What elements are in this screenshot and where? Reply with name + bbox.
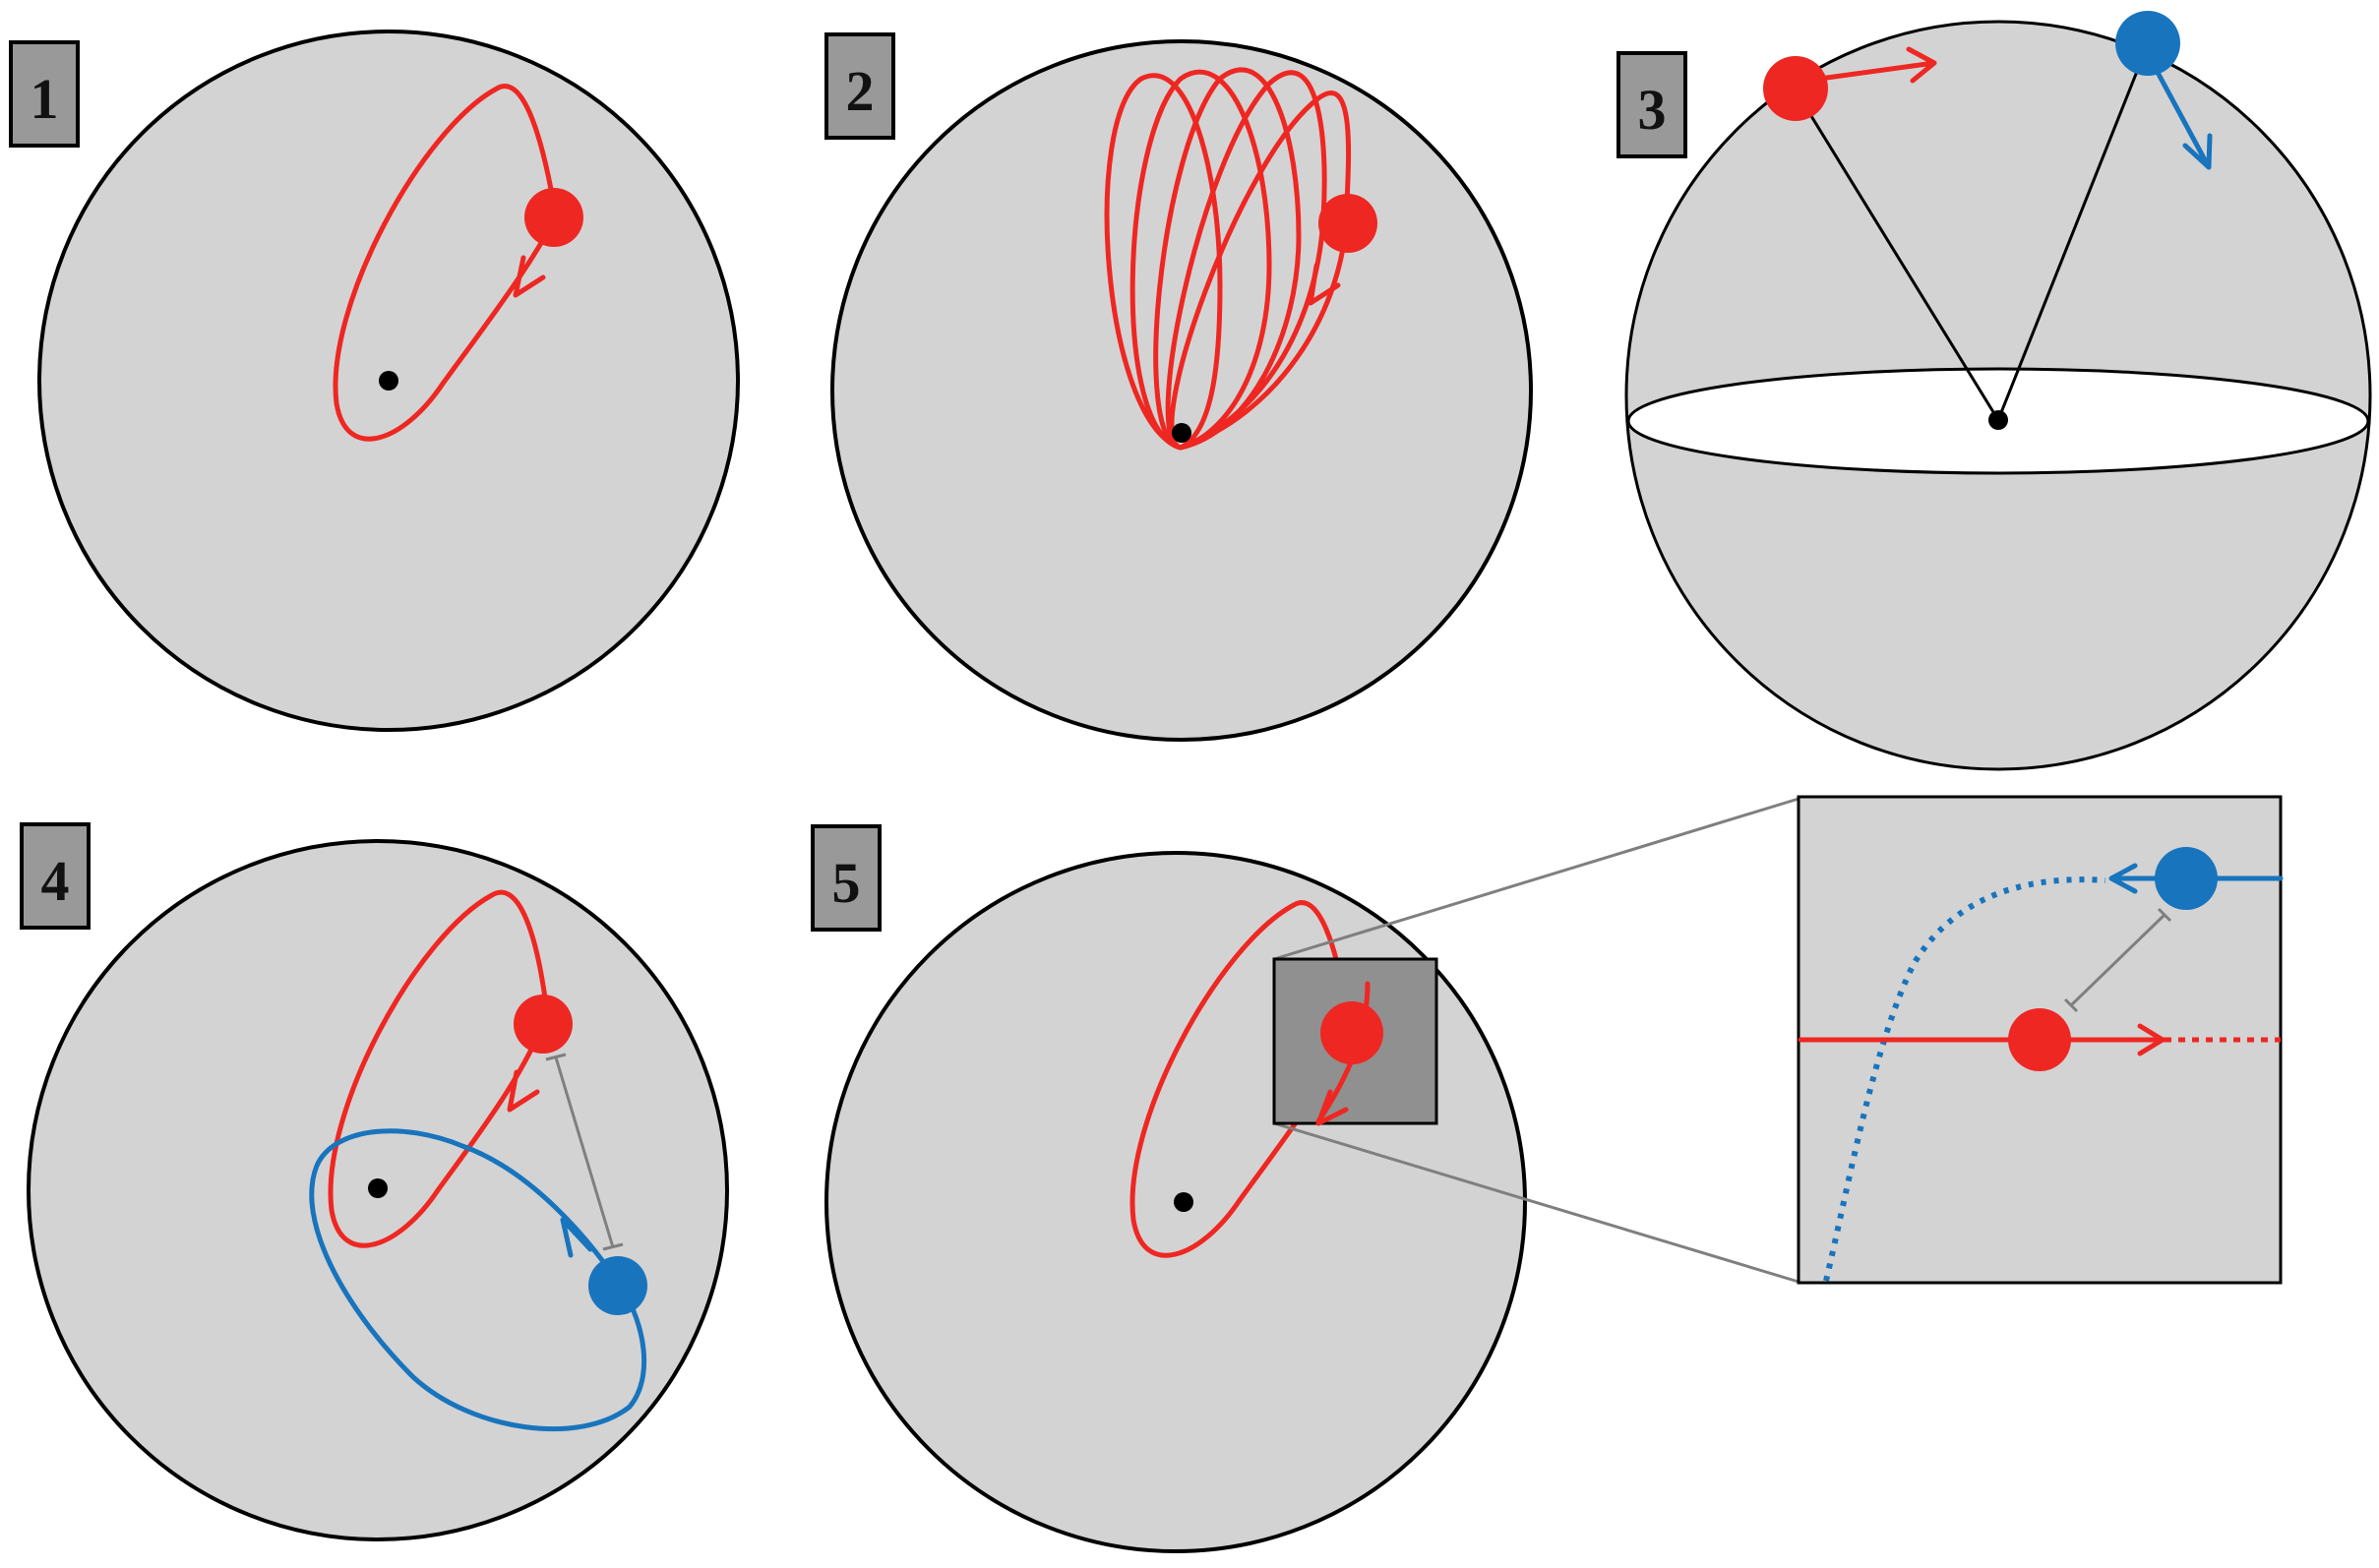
panel-4: 4 (20, 822, 729, 1541)
panel-3-blue-radius (1996, 43, 2150, 421)
panel-4-red-direction-arrow-icon (507, 1069, 540, 1113)
panel-5-direction-arrow-icon (1315, 1089, 1349, 1126)
panel-2: 2 (824, 32, 1533, 742)
panel-4-label: 4 (41, 849, 70, 913)
panel-2-disc (830, 39, 1533, 742)
panel-3-central-mass-dot-icon (1988, 410, 2008, 430)
panel-3-red-velocity-arrow-icon (1802, 46, 1937, 84)
panel-4-label-box (20, 822, 91, 930)
panel-2-orbit-1 (1104, 73, 1223, 451)
panel-5-red-body-marker-icon (1320, 1001, 1383, 1064)
panel-3-blue-body-marker-icon (2115, 11, 2180, 76)
panel-1-label-box (9, 40, 80, 148)
panel-1-label: 1 (30, 67, 59, 131)
panel-2-label-box (824, 32, 895, 140)
panel-5-orbit (1129, 900, 1353, 1258)
panel-2-orbit-3 (1153, 67, 1302, 451)
inset-blue-body-marker-icon (2155, 847, 2218, 910)
panel-1-red-body-marker-icon (524, 188, 583, 247)
panel-1-central-mass-dot-icon (379, 371, 398, 391)
panel-5-central-mass-dot-icon (1174, 1192, 1193, 1212)
panel-2-central-mass-dot-icon (1172, 423, 1191, 443)
panel-5-zoom-connector-bottom (1273, 1121, 1800, 1284)
panel-2-orbit-4 (1165, 70, 1327, 451)
panel-5-label-box (811, 824, 882, 932)
panel-4-separation-marker (545, 1053, 624, 1251)
panel-4-red-orbit (328, 889, 550, 1248)
panel-4-blue-orbit (309, 1128, 647, 1431)
panel-2-orbit-2 (1129, 69, 1272, 451)
panel-3: 3 (1616, 11, 2372, 771)
panel-4-blue-body-marker-icon (588, 1256, 647, 1315)
panel-5-zoom-connector-top (1273, 797, 1800, 961)
inset-blue-direction-arrow-icon (2108, 863, 2146, 894)
panel-4-central-mass-dot-icon (368, 1178, 388, 1198)
panel-5-inset (1797, 795, 2284, 1285)
inset-red-body-marker-icon (2008, 1008, 2071, 1071)
panel-3-label: 3 (1638, 78, 1667, 142)
panel-5-label: 5 (832, 851, 861, 915)
panel-1: 1 (9, 30, 740, 732)
panel-2-orbit-5 (1169, 90, 1352, 451)
panel-3-red-radius (1794, 90, 2000, 421)
panel-3-red-body-marker-icon (1763, 56, 1828, 121)
panel-4-blue-direction-arrow-icon (560, 1217, 593, 1258)
panel-1-orbit (333, 84, 559, 442)
panel-2-label: 2 (846, 59, 875, 123)
inset-separation-marker (2063, 907, 2172, 1013)
panel-5: 5 (811, 797, 1800, 1553)
panel-3-label-box (1616, 51, 1687, 158)
inset-red-direction-arrow-icon (2130, 1023, 2166, 1056)
inset-blue-dotted-trajectory (1823, 876, 2106, 1282)
panel-2-red-body-marker-icon (1318, 194, 1377, 253)
panel-4-red-body-marker-icon (514, 995, 573, 1054)
panel-2-direction-arrow-icon (1308, 263, 1341, 306)
panel-1-direction-arrow-icon (513, 255, 546, 298)
